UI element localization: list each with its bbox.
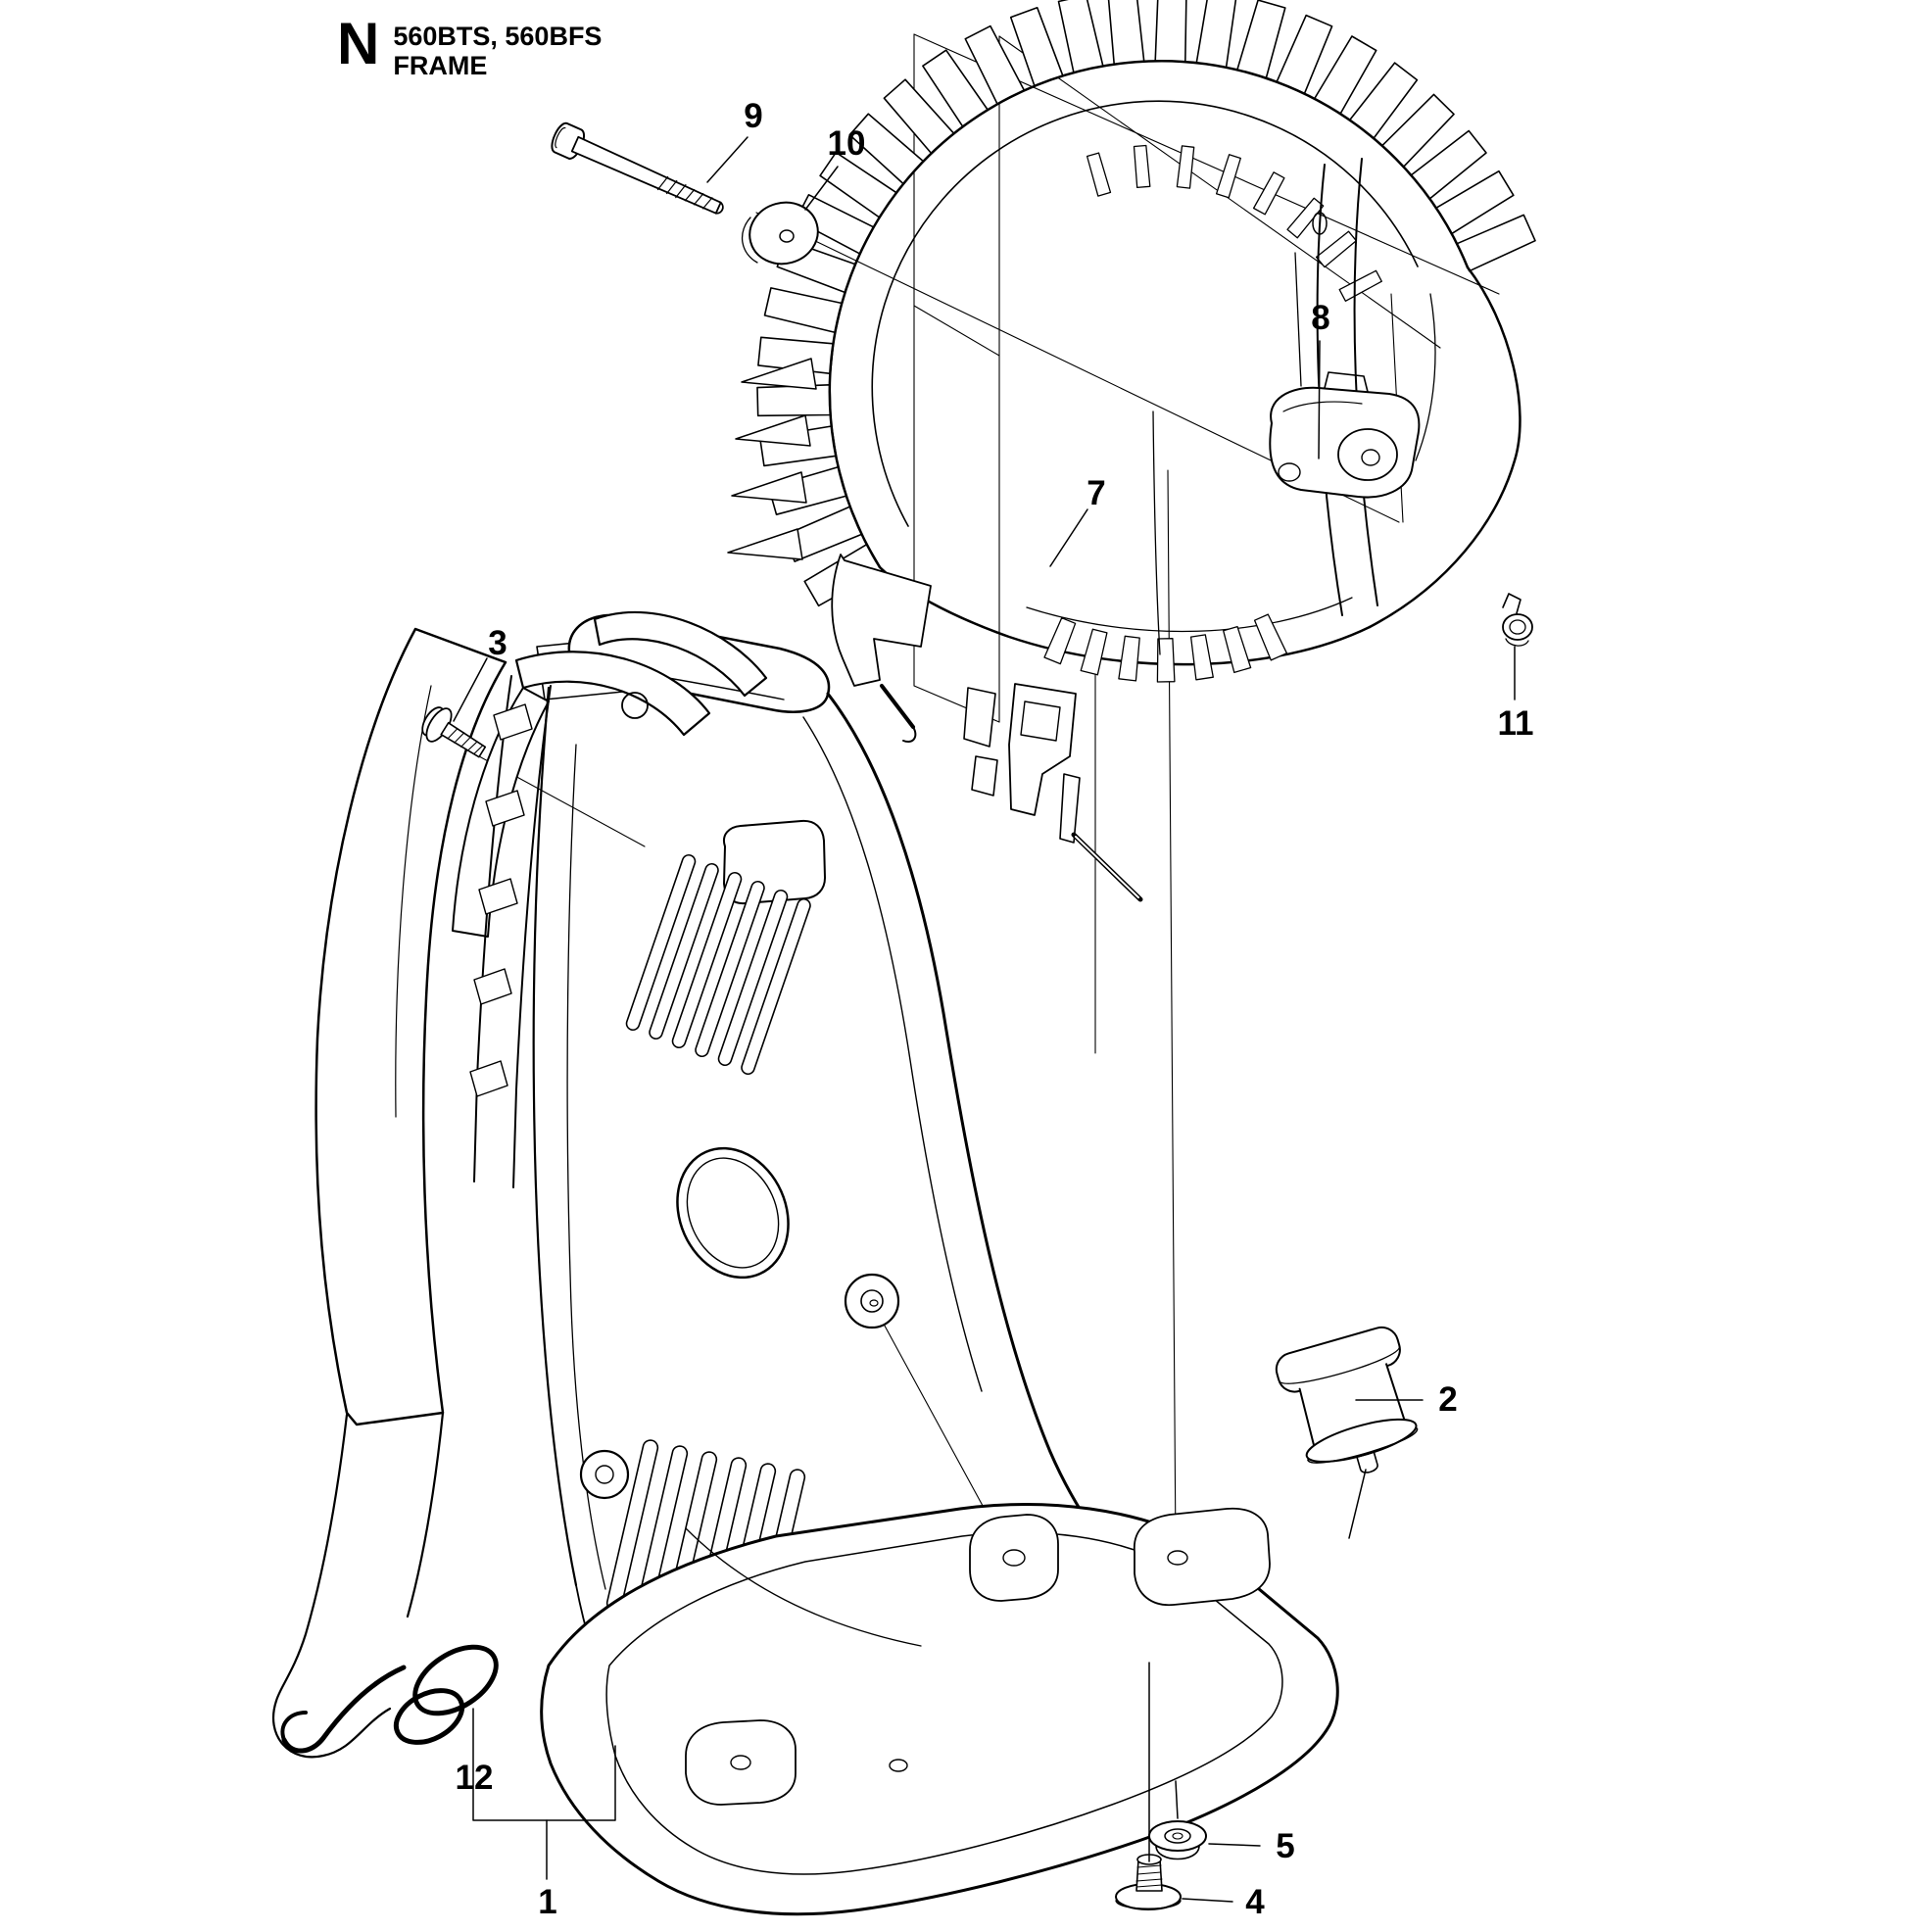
mount-boss-right — [844, 1273, 900, 1329]
ladder-rail — [469, 675, 552, 1188]
callout-2: 2 — [1438, 1380, 1457, 1419]
callout-5: 5 — [1276, 1827, 1294, 1865]
section-letter: N — [337, 11, 379, 76]
callout-12: 12 — [456, 1759, 494, 1797]
callouts: 1 2 3 4 5 7 8 9 10 11 12 — [456, 97, 1534, 1921]
mount-boss-left — [579, 1449, 630, 1500]
bottom-vent-slots — [1043, 613, 1288, 683]
grommet-part-5 — [1148, 1820, 1207, 1860]
sheet-title: FRAME — [393, 51, 488, 80]
vent-grill-upper — [625, 853, 811, 1076]
callout-11: 11 — [1498, 704, 1534, 743]
washer-part-10 — [741, 201, 819, 266]
plug-part-11 — [1502, 593, 1533, 647]
inner-fins — [1086, 144, 1382, 302]
sheet-title-block: 560BTS, 560BFS FRAME — [393, 18, 602, 80]
blower-housing-drawing — [727, 0, 1536, 902]
sheet-header: N 560BTS, 560BFS FRAME — [337, 11, 602, 81]
lower-bracket — [963, 683, 1143, 902]
cooling-fins — [756, 0, 1536, 607]
back-pad — [314, 627, 507, 1426]
callout-10: 10 — [828, 124, 866, 163]
callout-9: 9 — [744, 97, 762, 135]
leader-lines — [453, 136, 1516, 1903]
callout-7: 7 — [1087, 474, 1105, 512]
model-names: 560BTS, 560BFS — [393, 22, 603, 51]
projection-lines — [457, 33, 1500, 1561]
screw-part-4 — [1115, 1854, 1182, 1910]
screw-part-3 — [421, 706, 487, 758]
callout-1: 1 — [538, 1883, 556, 1921]
callout-4: 4 — [1245, 1883, 1265, 1921]
callout-8: 8 — [1311, 299, 1329, 337]
comb-teeth — [727, 358, 817, 560]
callout-3: 3 — [488, 624, 507, 662]
wire-clip-part-12 — [280, 1644, 499, 1754]
frame-drawing — [271, 610, 1339, 1916]
base-plate — [540, 1503, 1339, 1916]
bolt-part-9 — [551, 121, 724, 215]
strap-rear — [593, 610, 768, 698]
vibration-mount-part-8 — [1269, 371, 1421, 499]
strap-front — [514, 651, 711, 737]
foot-part-2 — [1275, 1326, 1419, 1473]
